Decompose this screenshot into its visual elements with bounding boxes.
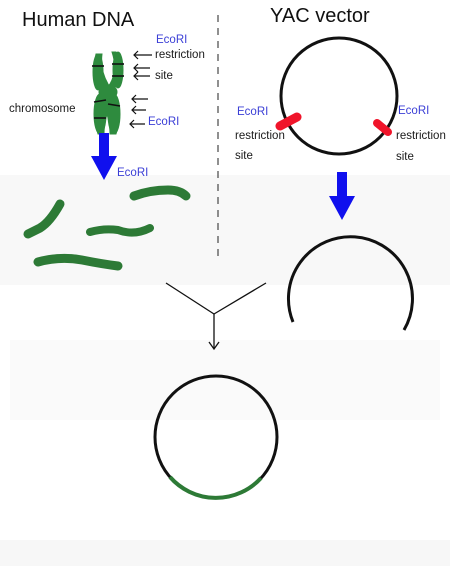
merge-line-left (165, 282, 215, 315)
left-arrow-icon (129, 119, 145, 129)
site-label: site (155, 70, 173, 82)
dna-fragment (86, 224, 154, 237)
site-label-vector-right: site (396, 151, 414, 163)
arrow-shaft (337, 172, 347, 197)
dna-fragments (23, 185, 191, 271)
left-arrow-icon (131, 105, 146, 115)
chromosome-band (107, 103, 121, 107)
restriction-label-vector-left: restriction (235, 130, 285, 142)
ecori-label-vector-left: EcoRI (237, 106, 269, 118)
arrow-head (329, 196, 355, 220)
chromosome-lower-right (107, 93, 121, 135)
dna-fragment (129, 185, 191, 201)
paper-patch (0, 540, 450, 566)
ecori-label-top: EcoRI (156, 34, 188, 46)
left-arrow-icon (133, 63, 150, 73)
chromosome-bands (92, 63, 124, 119)
left-arrow-icon (131, 94, 148, 104)
inserted-human-dna (168, 475, 263, 500)
chromosome-band (93, 99, 107, 103)
ecori-label-arrow: EcoRI (117, 167, 149, 179)
paper-patch (0, 175, 450, 285)
restriction-label-vector-right: restriction (396, 130, 446, 142)
merge-line-right (213, 282, 267, 315)
merge-arrow-icon (165, 282, 267, 351)
site-label-vector-left: site (235, 150, 253, 162)
chromosome-arm-left-fill (92, 53, 104, 91)
left-arrow-icon (133, 71, 150, 81)
left-cut-site (275, 112, 302, 131)
arrow-shaft (99, 133, 109, 157)
down-arrow-icon (329, 172, 355, 220)
opened-yac-vector (286, 235, 414, 331)
down-arrow-icon (91, 133, 117, 180)
merge-arrow-head (208, 341, 220, 351)
left-arrow-icon (133, 50, 152, 60)
restriction-label: restriction (155, 49, 205, 61)
human-dna-title: Human DNA (22, 9, 135, 31)
arrow-head (91, 156, 117, 180)
yac-vector-title: YAC vector (270, 5, 370, 27)
paper-patch (10, 340, 440, 420)
ecori-label-bottom: EcoRI (148, 116, 180, 128)
yac-vector-circle (279, 36, 399, 156)
dna-fragment (23, 199, 65, 239)
right-cut-site (373, 119, 392, 136)
site-pointer-arrows (129, 50, 152, 129)
chromosome-arm-right-fill (112, 51, 124, 89)
dna-fragment (33, 253, 123, 271)
ecori-label-vector-right: EcoRI (398, 105, 430, 117)
chromosome-label: chromosome (9, 103, 76, 115)
